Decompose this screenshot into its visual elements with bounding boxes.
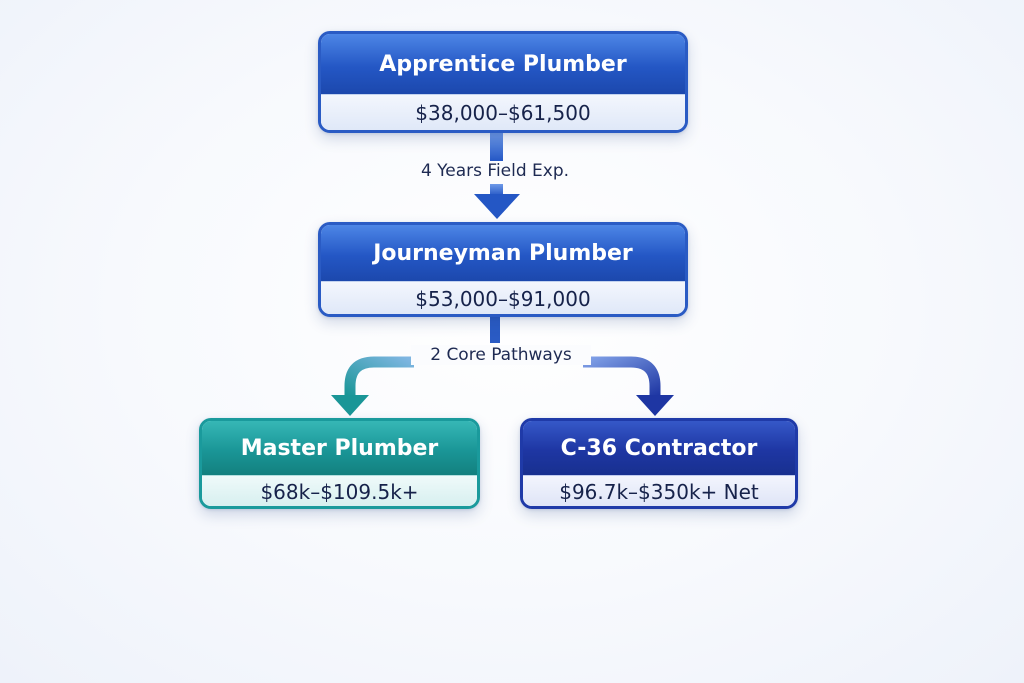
connector-stem-top (490, 133, 503, 161)
connector-stem-top-lower (490, 184, 503, 196)
arrow-right-branch-icon (636, 395, 674, 416)
connector-branch-left (344, 356, 414, 397)
node-title: C-36 Contractor (523, 421, 795, 475)
node-salary: $53,000–$91,000 (321, 281, 685, 314)
node-salary: $96.7k–$350k+ Net (523, 475, 795, 506)
node-apprentice-plumber: Apprentice Plumber $38,000–$61,500 (318, 31, 688, 133)
connector-stem-middle (490, 317, 500, 343)
edge-label-experience: 4 Years Field Exp. (420, 161, 570, 181)
node-salary: $68k–$109.5k+ (202, 475, 477, 506)
arrow-down-icon (474, 194, 520, 219)
node-title: Apprentice Plumber (321, 34, 685, 94)
node-journeyman-plumber: Journeyman Plumber $53,000–$91,000 (318, 222, 688, 317)
arrow-left-branch-icon (331, 395, 369, 416)
node-title: Journeyman Plumber (321, 225, 685, 281)
node-title: Master Plumber (202, 421, 477, 475)
node-c36-contractor: C-36 Contractor $96.7k–$350k+ Net (520, 418, 798, 509)
connector-branch-right (583, 356, 661, 397)
node-salary: $38,000–$61,500 (321, 94, 685, 130)
node-master-plumber: Master Plumber $68k–$109.5k+ (199, 418, 480, 509)
edge-label-pathways: 2 Core Pathways (411, 345, 591, 365)
